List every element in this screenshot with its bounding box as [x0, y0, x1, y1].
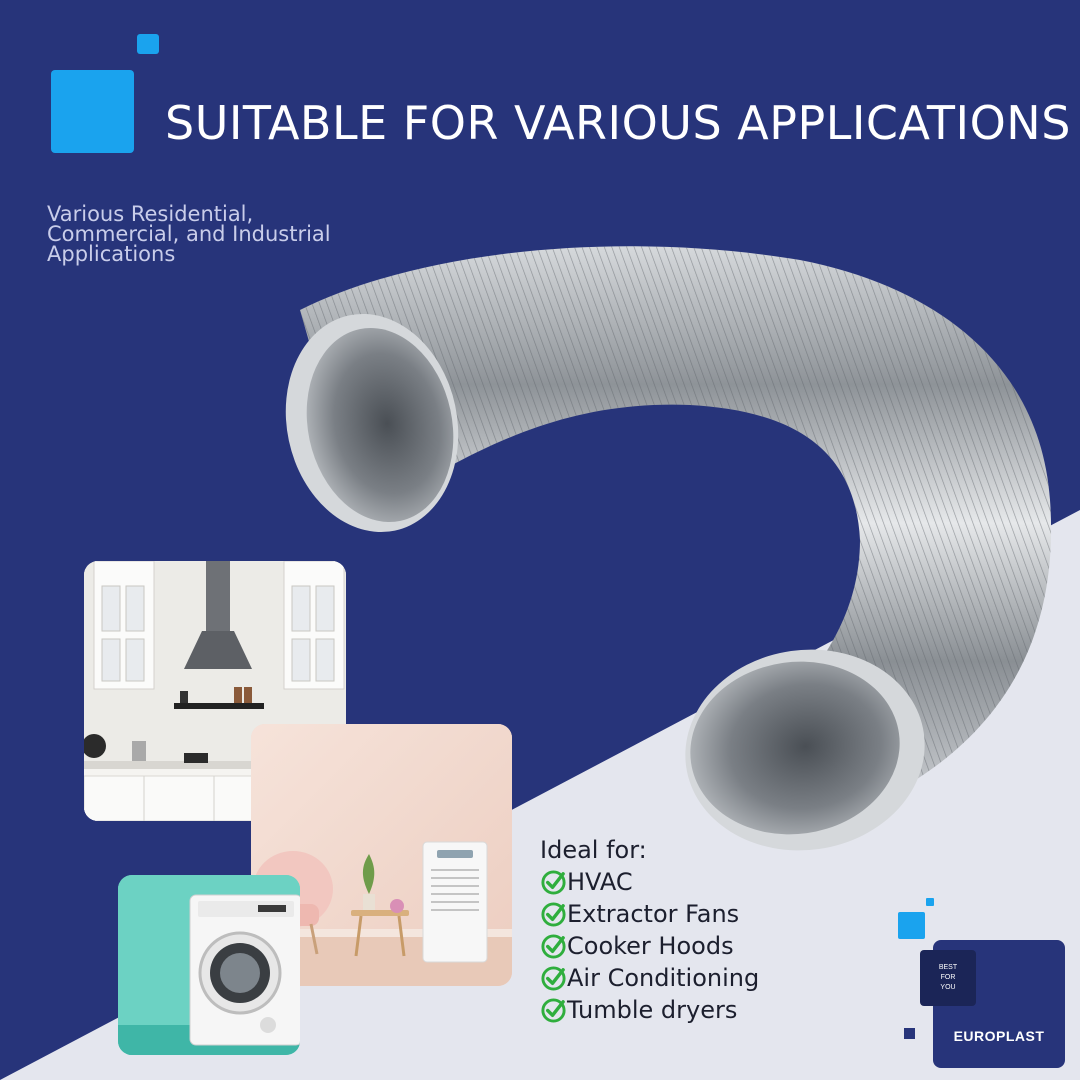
list-item: Tumble dryers — [540, 994, 759, 1026]
square-logo-icon — [926, 898, 934, 906]
square-logo-icon — [904, 1028, 915, 1039]
ideal-for-heading: Ideal for: — [540, 836, 647, 864]
square-logo-icon — [51, 70, 134, 153]
ideal-for-list: Ideal for: HVAC Extractor Fans Cooker Ho… — [540, 834, 759, 1026]
intro-line: Commercial, and Industrial — [47, 222, 331, 246]
intro-line: Various Residential, — [47, 202, 254, 226]
list-item: Extractor Fans — [540, 898, 759, 930]
check-circle-icon — [541, 965, 566, 991]
list-item-label: HVAC — [567, 868, 633, 896]
tagline-line: FOR — [940, 974, 956, 981]
list-item-label: Cooker Hoods — [567, 932, 734, 960]
list-item: Cooker Hoods — [540, 930, 759, 962]
list-item-label: Extractor Fans — [567, 900, 740, 928]
tumble-dryer-photo — [118, 875, 300, 1055]
check-circle-icon — [541, 901, 566, 927]
intro-line: Applications — [47, 242, 176, 266]
square-logo-icon — [137, 34, 159, 54]
brand-name: EUROPLAST — [953, 1028, 1045, 1044]
check-circle-icon — [541, 933, 566, 959]
check-circle-icon — [541, 997, 566, 1023]
tagline-line: YOU — [940, 984, 956, 991]
check-circle-icon — [541, 869, 566, 895]
list-item-label: Air Conditioning — [567, 964, 760, 992]
square-logo-icon — [898, 912, 925, 939]
page-title: SUITABLE FOR VARIOUS APPLICATIONS — [165, 96, 1071, 150]
list-item: Air Conditioning — [540, 962, 759, 994]
list-item: HVAC — [540, 866, 759, 898]
brand-tagline: BEST FOR YOU — [920, 950, 976, 1006]
intro-text: Various Residential, Commercial, and Ind… — [47, 202, 367, 266]
tagline-line: BEST — [938, 964, 958, 971]
list-item-label: Tumble dryers — [567, 996, 738, 1024]
